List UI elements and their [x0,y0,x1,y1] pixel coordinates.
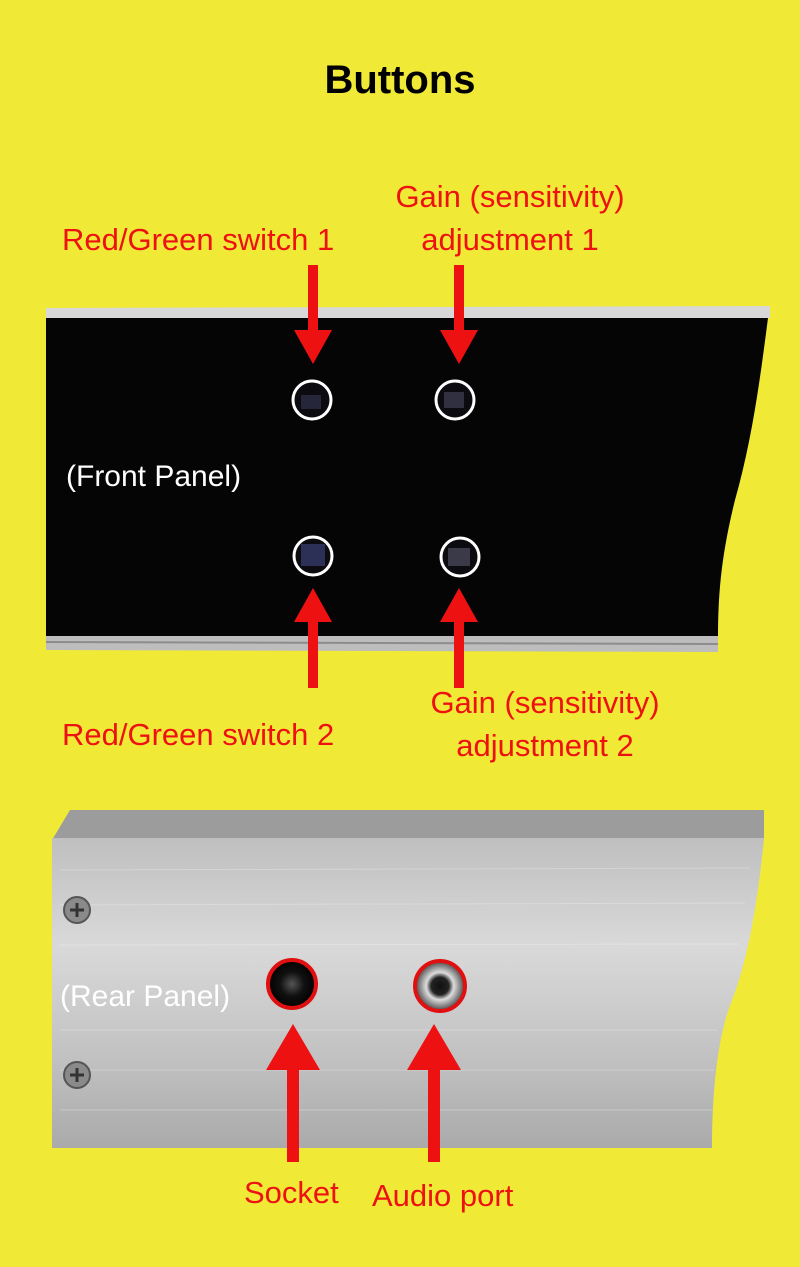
audio-port-label: Audio port [372,1178,514,1213]
arrow-audio-port [407,1024,461,1162]
socket-jack[interactable] [266,958,318,1010]
arrow-rg-switch-2 [294,588,332,688]
page-title: Buttons [324,58,476,102]
arrow-socket [266,1024,320,1162]
front-panel-label: (Front Panel) [66,460,242,493]
arrow-rg-switch-1 [294,265,332,364]
gain-1-label-line2: adjustment 1 [421,222,599,257]
socket-label: Socket [244,1175,339,1210]
gain-2-label-line1: Gain (sensitivity) [430,685,660,720]
gain-2-knob[interactable] [439,536,481,578]
audio-port-jack[interactable] [413,959,467,1013]
arrow-gain-1 [440,265,478,364]
gain-1-knob[interactable] [434,379,476,421]
rg-switch-2-button[interactable] [292,535,334,577]
rg-switch-1-label: Red/Green switch 1 [62,222,335,257]
gain-2-label-line2: adjustment 2 [456,728,634,763]
screw-top [63,896,91,924]
front-panel [45,265,770,688]
rear-panel-label: (Rear Panel) [60,980,231,1013]
rg-switch-2-label: Red/Green switch 2 [62,717,335,752]
rg-switch-1-button[interactable] [291,379,333,421]
screw-bottom [63,1061,91,1089]
arrow-gain-2 [440,588,478,688]
gain-1-label-line1: Gain (sensitivity) [395,179,625,214]
